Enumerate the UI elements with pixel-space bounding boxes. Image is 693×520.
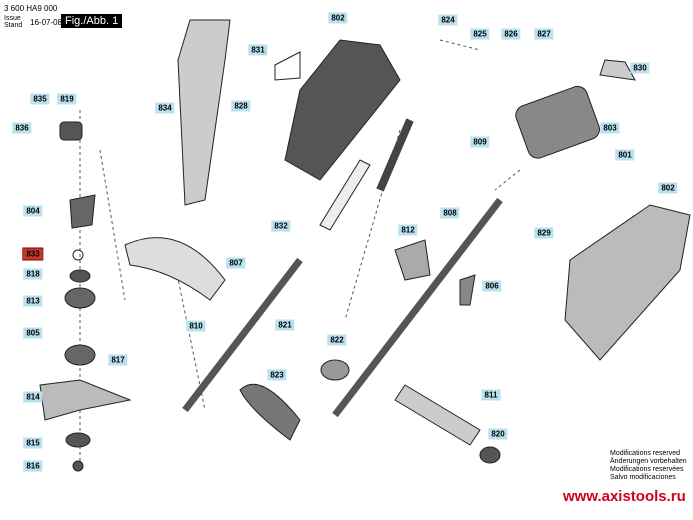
note-en: Modifications reserved [610,450,681,457]
part-label: 824 [438,14,458,26]
part-830 [599,59,636,81]
part-label: 823 [267,369,287,381]
part-label: 813 [23,295,43,307]
part-label: 836 [12,122,32,134]
part-label: 815 [23,437,43,449]
part-label: 827 [534,28,554,40]
part-label: 826 [501,28,521,40]
part-label: 832 [271,220,291,232]
spool-813 [64,287,96,309]
part-label: 810 [186,320,206,332]
note-fr: Modifications reservées [610,466,684,473]
part-822 [320,359,350,381]
part-label: 830 [630,62,650,74]
part-label: 821 [275,319,295,331]
motor-803 [515,85,600,159]
housing-802-right [564,204,691,361]
part-label: 806 [482,280,502,292]
blade-814 [39,379,132,421]
tube-808 [332,197,503,418]
part-label: 816 [23,460,43,472]
cover-815 [65,432,91,448]
part-label: 803 [600,122,620,134]
tube-807 [182,257,303,413]
cap-819 [59,121,83,141]
modifications-notice: Modifications reserved Änderungen vorbeh… [610,450,687,482]
part-label: 807 [226,257,246,269]
part-label: 802 [328,12,348,24]
part-label: 802 [658,182,678,194]
part-label: 805 [23,327,43,339]
issue-date: 16-07-08 [30,18,63,27]
part-label: 831 [248,44,268,56]
part-label: 814 [23,391,43,403]
part-label: 828 [231,100,251,112]
nut-816 [72,460,84,472]
note-es: Salvo modificaciones [610,474,676,481]
washer-818 [69,269,91,283]
handle-834 [177,19,231,206]
tube-upper [376,118,414,192]
part-label: 819 [57,93,77,105]
part-label: 809 [470,136,490,148]
watermark-url: www.axistools.ru [563,488,686,505]
part-label: 811 [481,389,501,401]
figure-title: Fig./Abb. 1 [61,14,123,28]
clamp-812 [394,239,431,281]
part-832 [319,159,371,231]
part-label: 822 [327,334,347,346]
nut-833 [72,249,84,261]
handle-811 [394,384,481,446]
part-label: 825 [470,28,490,40]
cap-820 [479,446,501,464]
part-label: 808 [440,207,460,219]
part-label-highlighted: 833 [22,247,44,261]
part-label: 812 [398,224,418,236]
part-label: 801 [615,149,635,161]
lever-806 [459,274,476,306]
head-804 [69,194,96,229]
note-de: Änderungen vorbehalten [610,458,687,465]
guard-810 [124,237,226,301]
part-831 [274,51,301,81]
part-label: 804 [23,205,43,217]
grip-823 [239,383,301,441]
part-label: 835 [30,93,50,105]
part-label: 818 [23,268,43,280]
part-label: 817 [108,354,128,366]
hub-817 [64,344,96,366]
part-label: 834 [155,102,175,114]
part-label: 829 [534,227,554,239]
housing-802 [284,39,401,181]
doc-number: 3 600 HA9 000 [4,4,58,13]
part-label: 820 [488,428,508,440]
